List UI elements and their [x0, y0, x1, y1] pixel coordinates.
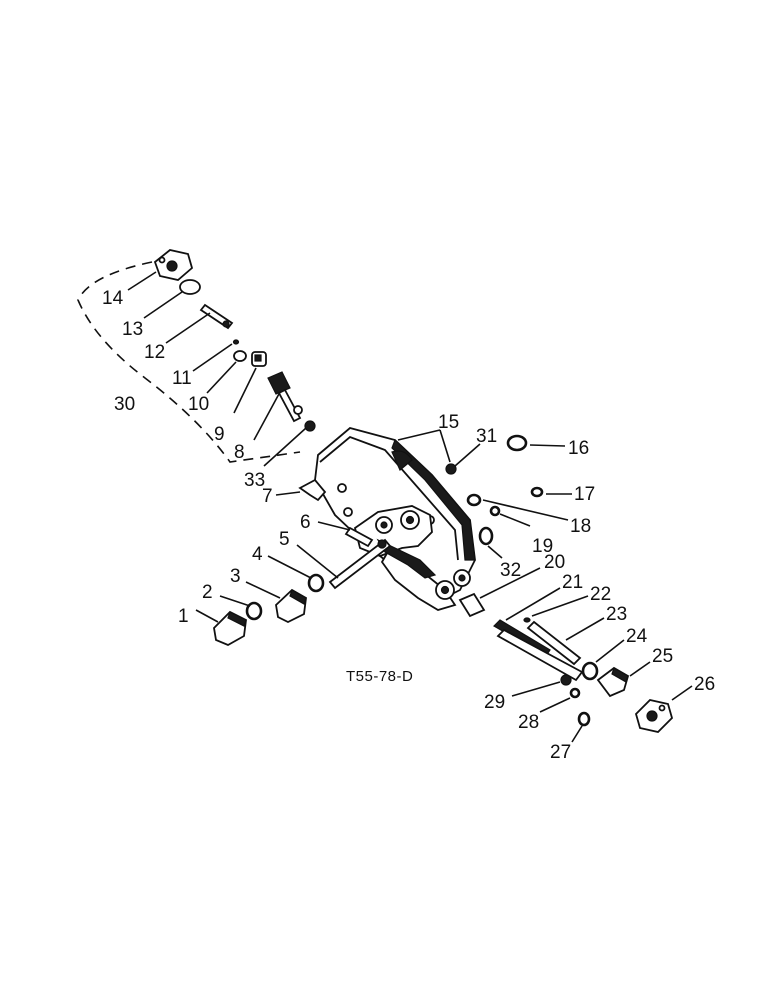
leader-lines: [127, 271, 693, 743]
figure-code: T55-78-D: [346, 668, 413, 685]
callout-22: 22: [590, 584, 611, 605]
part-7-clip: [298, 478, 327, 502]
callout-5: 5: [279, 529, 290, 550]
part-32-oring: [478, 526, 494, 546]
callout-24: 24: [626, 626, 648, 647]
callout-26: 26: [694, 674, 715, 695]
callout-21: 21: [562, 572, 583, 593]
part-24-washer: [581, 661, 599, 681]
callout-10: 10: [188, 394, 209, 415]
part-26-cap: [634, 699, 674, 733]
part-10-ring: [233, 350, 247, 362]
part-11-ring: [232, 339, 240, 345]
part-13-gasket: [179, 279, 201, 295]
part-4-washer: [307, 573, 325, 593]
callout-11: 11: [172, 368, 192, 389]
callout-28: 28: [518, 712, 539, 733]
callout-4: 4: [252, 544, 263, 565]
callout-2: 2: [202, 582, 213, 603]
callout-16: 16: [568, 438, 589, 459]
part-22-ring: [523, 617, 531, 623]
part-23-rod: [526, 620, 582, 666]
callout-30: 30: [114, 394, 135, 415]
callout-20: 20: [544, 552, 565, 573]
callout-19: 19: [532, 536, 553, 557]
callout-18: 18: [570, 516, 591, 537]
part-31-ball: [445, 463, 457, 475]
part-28-ring: [569, 687, 581, 699]
callout-6: 6: [300, 512, 311, 533]
part-19-oring: [489, 505, 501, 517]
callout-8: 8: [234, 442, 245, 463]
part-8-spring-spool: [267, 371, 303, 423]
part-27-ring: [577, 711, 591, 727]
part-18-oring: [466, 493, 482, 507]
part-6-pin: [344, 526, 374, 548]
part-3-plug: [275, 588, 307, 624]
callout-32: 32: [500, 560, 521, 581]
callout-27: 27: [550, 742, 571, 763]
callout-29: 29: [484, 692, 505, 713]
part-14-cap: [153, 249, 194, 281]
part-5-spool: [328, 538, 392, 590]
callout-12: 12: [144, 342, 165, 363]
callout-25: 25: [652, 646, 673, 667]
callout-23: 23: [606, 604, 627, 625]
part-12-pin: [199, 303, 234, 330]
callout-14: 14: [102, 288, 124, 309]
part-17-oring: [530, 486, 544, 498]
part-2-washer: [245, 601, 263, 621]
callout-33: 33: [244, 470, 265, 491]
part-9-plug: [251, 351, 267, 367]
callout-17: 17: [574, 484, 595, 505]
callout-1: 1: [178, 606, 189, 627]
callout-9: 9: [214, 424, 225, 445]
group-30-bracket: [77, 261, 301, 463]
callout-7: 7: [262, 486, 273, 507]
part-20-sleeve: [458, 592, 486, 618]
part-25-plug: [596, 666, 630, 698]
callout-15: 15: [438, 412, 459, 433]
valve-housing: [314, 427, 476, 611]
callout-31: 31: [476, 426, 497, 447]
part-16-oring: [506, 434, 528, 452]
part-1-plug: [213, 610, 247, 646]
callout-13: 13: [122, 319, 143, 340]
callout-3: 3: [230, 566, 241, 587]
part-33-nut: [304, 420, 316, 432]
